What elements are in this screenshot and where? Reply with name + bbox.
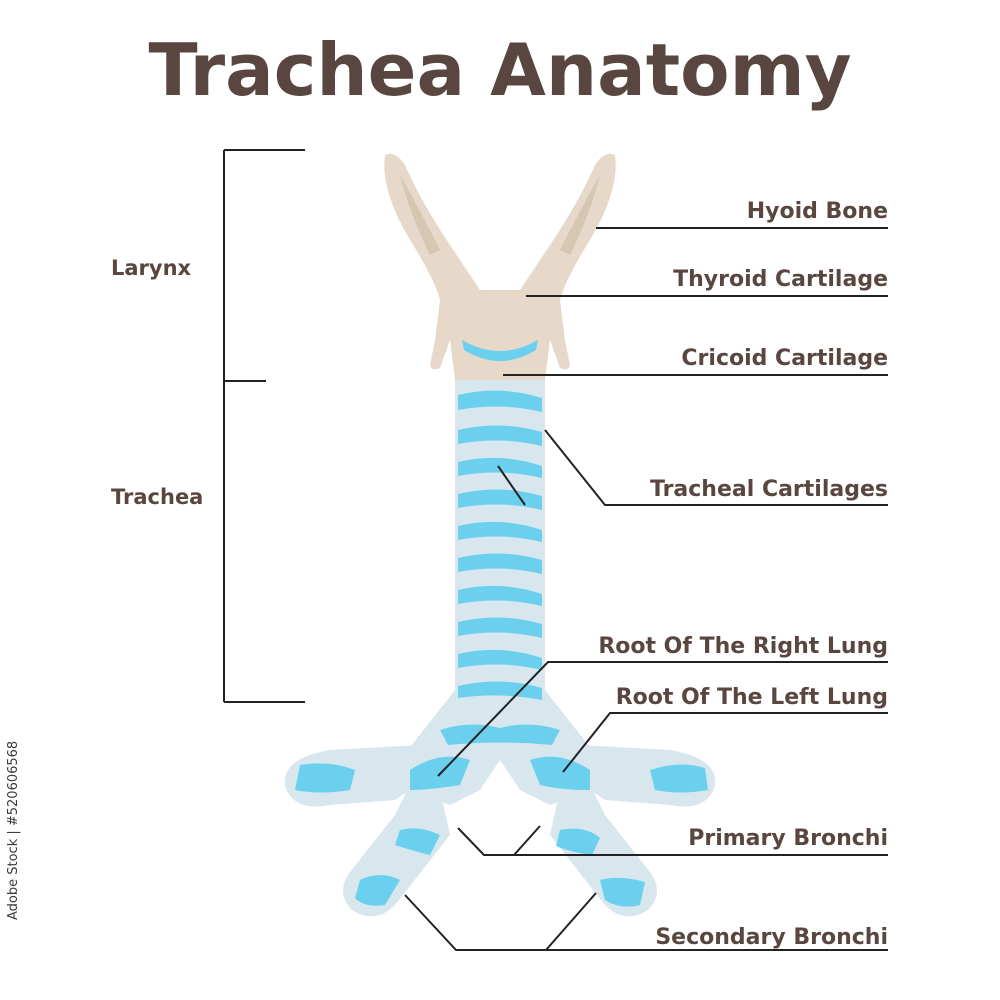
larynx-cartilage	[384, 153, 616, 380]
label-root-right-lung: Root Of The Right Lung	[598, 634, 888, 659]
label-cricoid-cartilage: Cricoid Cartilage	[681, 346, 888, 371]
label-tracheal-cartilages: Tracheal Cartilages	[649, 477, 888, 502]
label-hyoid-bone: Hyoid Bone	[746, 199, 888, 224]
section-label-larynx: Larynx	[111, 256, 192, 280]
leader-lines	[404, 227, 888, 951]
leader-tracheal-cartilages-b	[497, 465, 526, 506]
label-secondary-bronchi: Secondary Bronchi	[655, 925, 888, 950]
page-title: Trachea Anatomy	[148, 28, 852, 112]
leader-primary-bronchi	[457, 827, 888, 856]
trachea-tube	[455, 370, 545, 710]
leader-root-left-lung	[562, 712, 888, 773]
leader-tracheal-cartilages-a	[544, 429, 888, 506]
section-label-trachea: Trachea	[111, 485, 204, 509]
leader-root-right-lung	[437, 661, 888, 777]
leader-secondary-bronchi-b	[545, 892, 597, 951]
label-thyroid-cartilage: Thyroid Cartilage	[673, 267, 888, 292]
stock-watermark: Adobe Stock | #520606568	[6, 740, 21, 920]
leader-primary-bronchi-b	[513, 825, 541, 856]
bronchi	[284, 690, 716, 917]
leader-secondary-bronchi	[404, 894, 888, 951]
label-root-left-lung: Root Of The Left Lung	[615, 685, 888, 710]
label-primary-bronchi: Primary Bronchi	[688, 826, 888, 851]
section-bracket	[223, 149, 305, 703]
